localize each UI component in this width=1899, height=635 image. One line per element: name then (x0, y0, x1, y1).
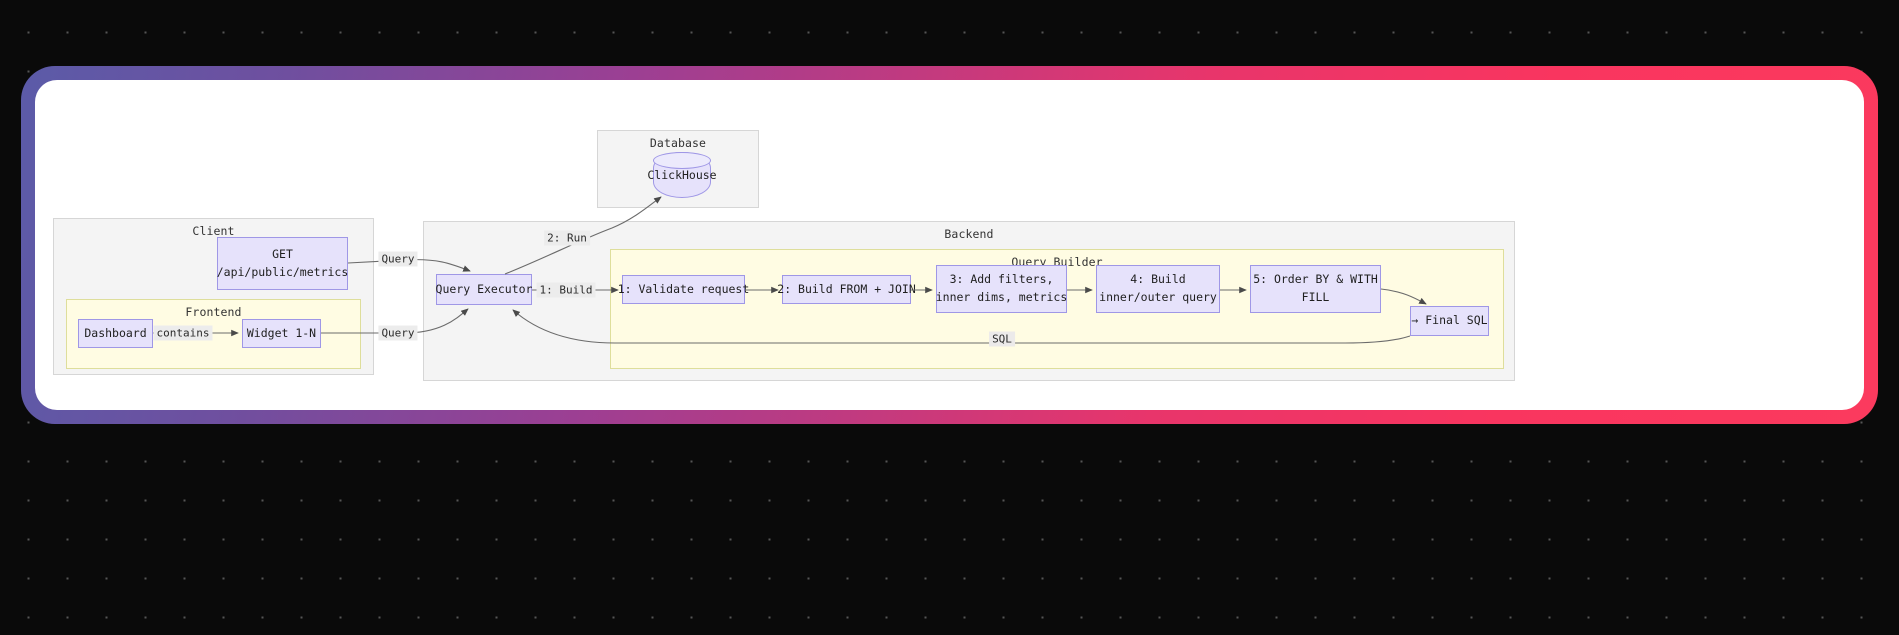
edge-label-sql: SQL (989, 331, 1015, 347)
node-clickhouse-label: ClickHouse (647, 168, 717, 182)
node-widget[interactable]: Widget 1-N (242, 319, 321, 348)
node-step-4[interactable]: 4: Build inner/outer query (1096, 265, 1220, 313)
group-client-title: Client (192, 224, 235, 238)
edge-label-query-widget: Query (378, 325, 418, 341)
node-api-request-method: GET (272, 246, 293, 261)
node-dashboard[interactable]: Dashboard (78, 319, 153, 348)
node-step-5[interactable]: 5: Order BY & WITH FILL (1250, 265, 1381, 313)
edge-label-contains: contains (153, 325, 213, 341)
node-api-request[interactable]: GET /api/public/metrics (217, 237, 348, 290)
node-query-executor-label: Query Executor (435, 281, 533, 296)
node-api-request-path: /api/public/metrics (216, 264, 349, 279)
node-step-5-line1: 5: Order BY & WITH (1253, 272, 1378, 287)
node-step-3-line2: inner dims, metrics (935, 290, 1068, 304)
node-clickhouse[interactable]: ClickHouse (647, 152, 717, 198)
node-final-sql-label: → Final SQL (1411, 313, 1488, 328)
node-step-2-label: 2: Build FROM + JOIN (777, 281, 916, 296)
node-dashboard-label: Dashboard (84, 325, 147, 340)
node-final-sql[interactable]: → Final SQL (1410, 306, 1489, 336)
node-step-1[interactable]: 1: Validate request (618, 275, 749, 304)
node-widget-label: Widget 1-N (246, 325, 317, 340)
node-step-2[interactable]: 2: Build FROM + JOIN (777, 275, 916, 304)
group-backend-title: Backend (944, 227, 994, 241)
node-step-3-line1: 3: Add filters, (949, 272, 1054, 287)
group-database-title: Database (649, 136, 707, 150)
edge-label-query-api: Query (378, 251, 418, 267)
edge-label-run: 2: Run (544, 230, 590, 246)
node-step-4-line2: inner/outer query (1099, 290, 1217, 304)
node-step-4-line1: 4: Build (1130, 272, 1186, 287)
node-step-3[interactable]: 3: Add filters, inner dims, metrics (936, 265, 1067, 313)
node-query-executor[interactable]: Query Executor (436, 274, 532, 305)
group-frontend-title: Frontend (185, 305, 242, 319)
node-step-1-label: 1: Validate request (617, 281, 750, 296)
node-step-5-line2: FILL (1301, 290, 1330, 304)
edge-label-build: 1: Build (536, 282, 596, 298)
